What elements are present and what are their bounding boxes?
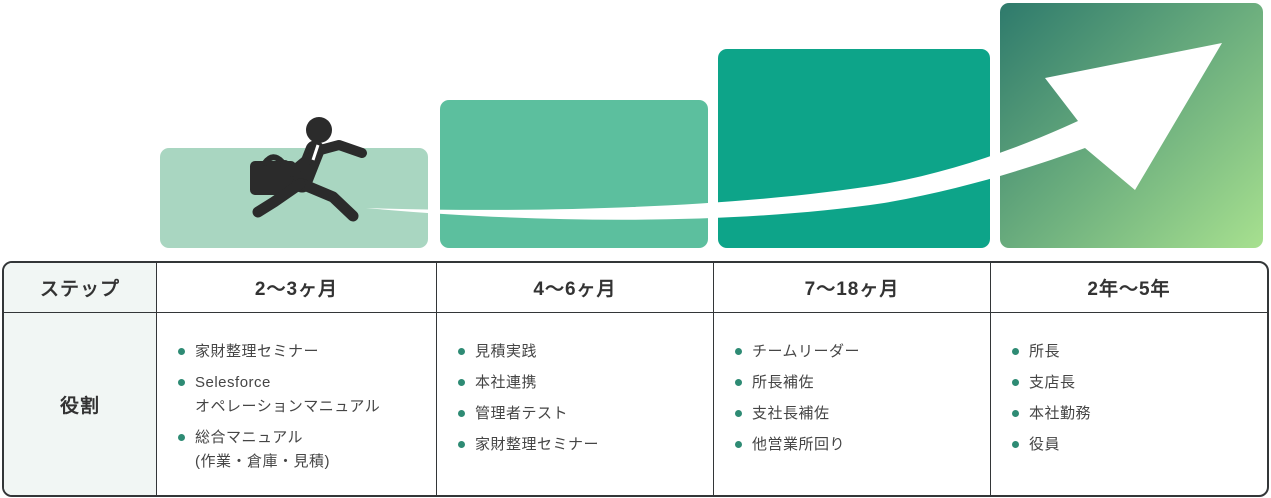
column-header-2-5-years: 2年〜5年 [991, 263, 1267, 313]
bullet-dot-icon [1012, 348, 1019, 355]
column-header-label: 4〜6ヶ月 [533, 279, 617, 300]
role-item-text: チームリーダー [752, 343, 861, 360]
bullet-dot-icon [458, 410, 465, 417]
role-item: 所長 [1012, 340, 1257, 364]
role-item: 支店長 [1012, 371, 1257, 395]
role-item: 家財整理セミナー [458, 433, 703, 457]
bullet-dot-icon [458, 441, 465, 448]
role-item-text: 支社長補佐 [752, 405, 830, 422]
column-header-2-3-months: 2〜3ヶ月 [157, 263, 437, 313]
bullet-dot-icon [735, 410, 742, 417]
step-bar-1 [160, 148, 428, 248]
bullet-dot-icon [735, 348, 742, 355]
role-item-text: 支店長 [1029, 374, 1076, 391]
role-item-text: 本社勤務 [1029, 405, 1092, 422]
table-corner-header-cell: ステップ [4, 263, 157, 313]
step-bar-4 [1000, 3, 1263, 248]
step-bar-3 [718, 49, 990, 248]
role-item-text: 本社連携 [475, 374, 538, 391]
column-header-7-18-months: 7〜18ヶ月 [714, 263, 991, 313]
bullet-dot-icon [1012, 410, 1019, 417]
roles-2-5-years: 所長支店長本社勤務役員 [991, 313, 1267, 495]
bullet-dot-icon [178, 348, 185, 355]
role-item-text: 見積実践 [475, 343, 538, 360]
column-header-label: 2年〜5年 [1087, 279, 1171, 300]
row-label: 役割 [59, 395, 100, 417]
roles-4-6-months: 見積実践本社連携管理者テスト家財整理セミナー [437, 313, 714, 495]
role-item-text: 役員 [1029, 436, 1061, 453]
role-item: 総合マニュアル(作業・倉庫・見積) [178, 426, 426, 474]
column-header-label: 7〜18ヶ月 [804, 279, 900, 300]
bullet-dot-icon [178, 379, 185, 386]
step-bar-2 [440, 100, 708, 248]
role-item: 他営業所回り [735, 433, 980, 457]
bullet-dot-icon [458, 379, 465, 386]
role-item: 所長補佐 [735, 371, 980, 395]
role-item: 本社勤務 [1012, 402, 1257, 426]
role-item: チームリーダー [735, 340, 980, 364]
role-item: 家財整理セミナー [178, 340, 426, 364]
role-item-text: 他営業所回り [752, 436, 846, 453]
bullet-dot-icon [458, 348, 465, 355]
role-item-text: 所長補佐 [752, 374, 815, 391]
bullet-dot-icon [735, 379, 742, 386]
role-item: 役員 [1012, 433, 1257, 457]
roles-7-18-months: チームリーダー所長補佐支社長補佐他営業所回り [714, 313, 991, 495]
bullet-dot-icon [178, 434, 185, 441]
role-item: 管理者テスト [458, 402, 703, 426]
bullet-dot-icon [1012, 379, 1019, 386]
role-item-text: 家財整理セミナー [475, 436, 600, 453]
role-item: 支社長補佐 [735, 402, 980, 426]
column-header-label: 2〜3ヶ月 [254, 279, 339, 300]
role-item-text: 総合マニュアル(作業・倉庫・見積) [195, 429, 330, 470]
bullet-dot-icon [1012, 441, 1019, 448]
role-item-text: 管理者テスト [475, 405, 569, 422]
career-step-table: ステップ 2〜3ヶ月 4〜6ヶ月 7〜18ヶ月 2年〜5年 役割 家財整理セミナ… [2, 261, 1269, 497]
role-item-text: 所長 [1029, 343, 1061, 360]
column-header-4-6-months: 4〜6ヶ月 [437, 263, 714, 313]
corner-header-label: ステップ [39, 279, 120, 300]
career-growth-graphic [160, 3, 1263, 248]
row-label-cell: 役割 [4, 313, 157, 495]
role-item: 本社連携 [458, 371, 703, 395]
bullet-dot-icon [735, 441, 742, 448]
role-item: 見積実践 [458, 340, 703, 364]
role-item-text: 家財整理セミナー [195, 343, 320, 360]
